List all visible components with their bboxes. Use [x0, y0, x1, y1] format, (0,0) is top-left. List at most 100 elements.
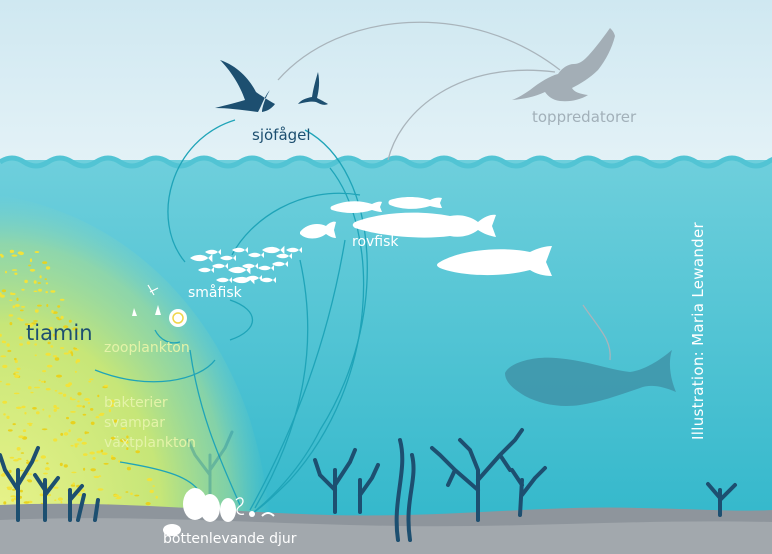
phytoplankton-speck — [60, 347, 64, 349]
phytoplankton-speck — [94, 476, 100, 478]
phytoplankton-speck — [2, 289, 6, 292]
phytoplankton-speck — [60, 299, 65, 301]
phytoplankton-speck — [40, 493, 44, 496]
phytoplankton-speck — [127, 467, 131, 471]
phytoplankton-speck — [18, 251, 23, 254]
phytoplankton-speck — [14, 358, 17, 360]
phytoplankton-speck — [97, 395, 99, 398]
phytoplankton-speck — [35, 309, 39, 312]
jellyfish-icon — [169, 309, 187, 327]
label-small-fish: småfisk — [188, 284, 242, 302]
phytoplankton-speck — [57, 305, 60, 307]
phytoplankton-speck — [60, 433, 63, 436]
phytoplankton-speck — [47, 365, 53, 368]
phytoplankton-speck — [68, 429, 70, 432]
snail-icon — [249, 511, 255, 517]
phytoplankton-speck — [125, 491, 128, 493]
phytoplankton-speck — [91, 422, 95, 425]
phytoplankton-speck — [134, 495, 139, 497]
phytoplankton-speck — [14, 372, 19, 374]
phytoplankton-speck — [89, 452, 95, 455]
phytoplankton-speck — [104, 463, 109, 465]
phytoplankton-speck — [88, 402, 90, 404]
label-phytoplankton: växtplankton — [104, 434, 196, 452]
phytoplankton-speck — [93, 457, 96, 460]
phytoplankton-speck — [42, 409, 44, 411]
phytoplankton-speck — [17, 458, 21, 460]
phytoplankton-speck — [70, 397, 72, 400]
phytoplankton-speck — [45, 291, 48, 293]
phytoplankton-speck — [35, 251, 40, 253]
phytoplankton-speck — [28, 265, 31, 267]
phytoplankton-speck — [70, 411, 76, 413]
phytoplankton-speck — [56, 317, 59, 319]
phytoplankton-speck — [61, 316, 64, 319]
phytoplankton-speck — [55, 357, 60, 360]
phytoplankton-speck — [90, 468, 96, 471]
phytoplankton-speck — [6, 487, 12, 489]
phytoplankton-speck — [40, 275, 42, 278]
phytoplankton-speck — [89, 379, 93, 381]
phytoplankton-speck — [60, 501, 62, 503]
phytoplankton-speck — [6, 383, 11, 385]
phytoplankton-speck — [49, 415, 51, 418]
phytoplankton-speck — [10, 457, 15, 459]
phytoplankton-speck — [41, 381, 44, 383]
phytoplankton-speck — [30, 269, 35, 272]
phytoplankton-speck — [3, 341, 6, 344]
illustration-credit: Illustration: Maria Lewander — [689, 211, 707, 451]
mussel-2-icon — [200, 494, 220, 522]
phytoplankton-speck — [150, 490, 154, 493]
phytoplankton-speck — [18, 435, 23, 438]
phytoplankton-speck — [75, 371, 77, 373]
phytoplankton-speck — [55, 390, 58, 392]
phytoplankton-speck — [1, 474, 6, 477]
label-predatory-fish: rovfisk — [352, 233, 399, 251]
phytoplankton-speck — [66, 417, 69, 419]
phytoplankton-speck — [34, 291, 38, 293]
phytoplankton-speck — [54, 487, 59, 489]
phytoplankton-speck — [36, 411, 40, 414]
phytoplankton-speck — [85, 432, 89, 434]
phytoplankton-speck — [17, 318, 21, 320]
phytoplankton-speck — [46, 282, 48, 284]
phytoplankton-speck — [13, 305, 16, 308]
label-benthic-animals: bottenlevande djur — [163, 530, 297, 548]
phytoplankton-speck — [42, 428, 48, 430]
phytoplankton-speck — [152, 485, 155, 487]
phytoplankton-speck — [17, 447, 21, 451]
phytoplankton-speck — [10, 292, 12, 295]
phytoplankton-speck — [30, 258, 32, 262]
phytoplankton-speck — [27, 479, 32, 481]
phytoplankton-speck — [83, 414, 87, 416]
phytoplankton-speck — [54, 499, 56, 501]
phytoplankton-speck — [76, 405, 82, 408]
phytoplankton-speck — [77, 438, 82, 441]
phytoplankton-speck — [37, 305, 42, 307]
phytoplankton-speck — [82, 405, 85, 407]
phytoplankton-speck — [63, 394, 66, 397]
phytoplankton-speck — [35, 354, 37, 356]
phytoplankton-speck — [2, 401, 7, 404]
phytoplankton-speck — [82, 442, 87, 445]
phytoplankton-speck — [99, 475, 101, 477]
phytoplankton-speck — [8, 429, 13, 431]
phytoplankton-speck — [12, 489, 15, 491]
phytoplankton-speck — [64, 432, 69, 436]
phytoplankton-speck — [46, 266, 50, 269]
phytoplankton-speck — [58, 497, 63, 500]
phytoplankton-speck — [21, 306, 25, 308]
phytoplankton-speck — [17, 368, 21, 370]
phytoplankton-speck — [70, 421, 75, 424]
phytoplankton-speck — [14, 374, 19, 378]
phytoplankton-speck — [19, 343, 23, 345]
phytoplankton-speck — [24, 280, 28, 283]
phytoplankton-speck — [53, 405, 56, 408]
phytoplankton-speck — [42, 370, 46, 372]
phytoplankton-speck — [56, 375, 62, 378]
phytoplankton-speck — [46, 388, 51, 390]
phytoplankton-speck — [38, 282, 41, 284]
mussel-3-icon — [220, 498, 236, 522]
